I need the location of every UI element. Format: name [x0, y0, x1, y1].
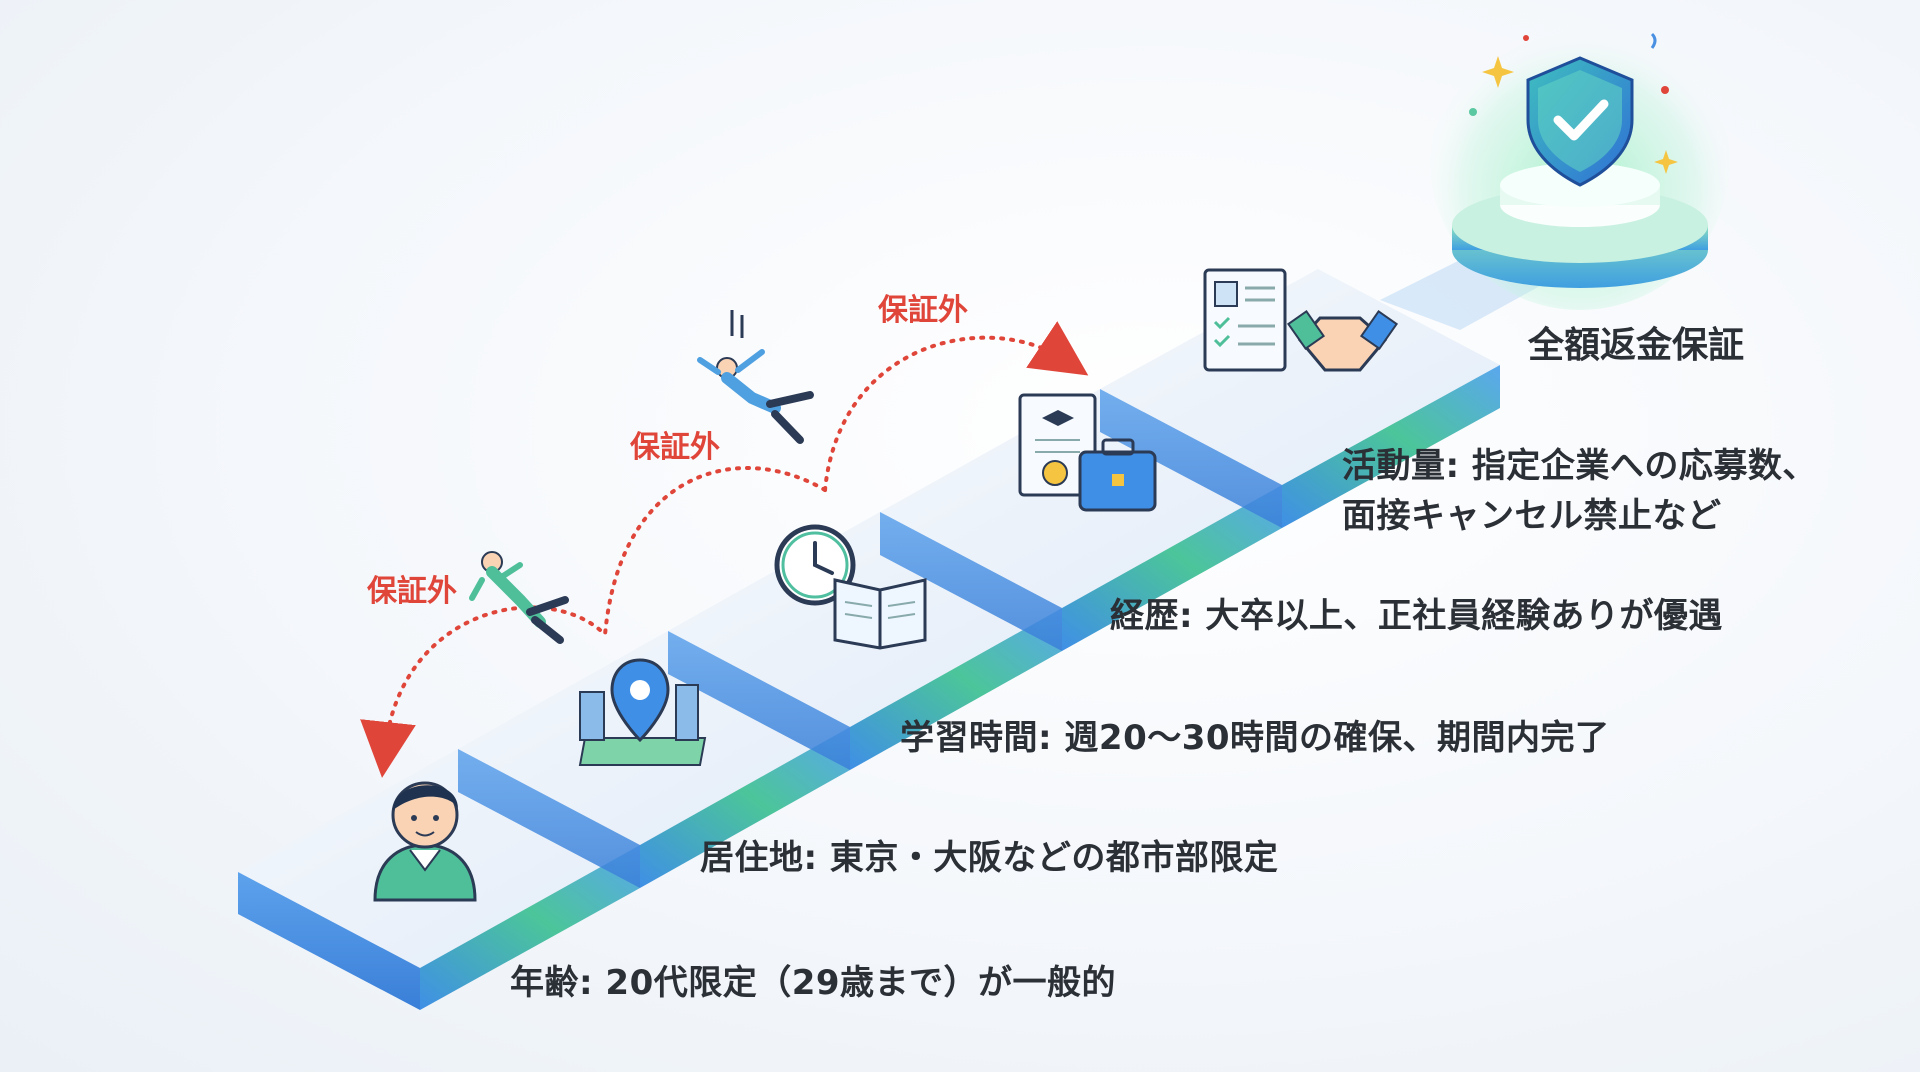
step-label-age: 年齢: 20代限定（29歳まで）が一般的	[510, 963, 1117, 1003]
goal-label: 全額返金保証	[1528, 325, 1745, 366]
city-map-pin-icon	[578, 658, 707, 766]
falling-person-icon	[469, 551, 569, 644]
sparkle-icons	[1469, 32, 1678, 174]
step-label-background: 経歴: 大卒以上、正社員経験ありが優遇	[1110, 596, 1723, 636]
step-label-residence: 居住地: 東京・大阪などの都市部限定	[700, 838, 1279, 878]
falling-person-icon	[697, 310, 814, 444]
person-icon	[373, 781, 477, 902]
fall-arc-1	[360, 605, 602, 778]
step-label-study-time: 学習時間: 週20〜30時間の確保、期間内完了	[900, 718, 1610, 758]
resume-handshake-icon	[1203, 268, 1399, 372]
warning-label-2: 保証外	[630, 430, 720, 465]
diploma-briefcase-icon	[1018, 393, 1157, 512]
fall-arcs	[360, 321, 1089, 778]
stair-steps	[238, 250, 1560, 1010]
clock-book-icon	[774, 524, 927, 650]
shield-check-icon	[1526, 56, 1634, 187]
warning-label-1: 保証外	[367, 574, 457, 609]
warning-label-3: 保証外	[878, 293, 968, 328]
step-label-activity-line1: 活動量: 指定企業への応募数、	[1342, 446, 1817, 486]
fall-arc-3	[823, 321, 1089, 492]
step-label-activity-line2: 面接キャンセル禁止など	[1342, 496, 1722, 536]
stair-step-5	[1100, 269, 1500, 528]
fall-arc-2	[603, 466, 827, 637]
